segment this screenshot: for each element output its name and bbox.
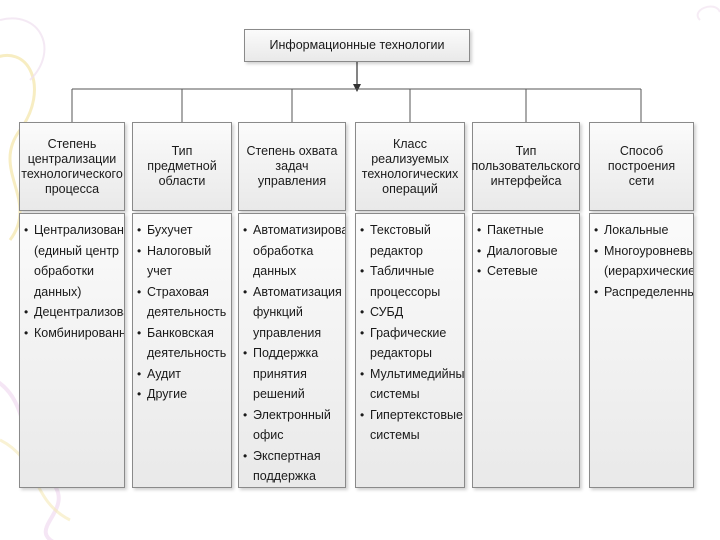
column-header-label: Степень охвата задач управления (246, 144, 338, 188)
list-item: Банковская деятельность (137, 323, 228, 364)
list-item: Другие (137, 384, 228, 405)
list-item: Автоматизированная обработка данных (243, 220, 345, 282)
list-item: Аудит (137, 364, 228, 385)
column-header-label: Тип пользовательского интерфейса (471, 144, 581, 188)
column-body-interface-type: Пакетные Диалоговые Сетевые (472, 213, 580, 488)
list-item: Диалоговые (477, 241, 576, 262)
list-item: Пакетные (477, 220, 576, 241)
list-item: Комбинированная (24, 323, 124, 344)
list-item: Налоговый учет (137, 241, 228, 282)
list-item: Экспертная поддержка (243, 446, 342, 487)
column-header-label: Тип предметной области (147, 144, 217, 188)
column-header-centralization: Степень централизации технологического п… (19, 122, 125, 211)
list-item: Многоуровневые (иерархические) (594, 241, 693, 282)
column-header-operations-class: Класс реализуемых технологических операц… (355, 122, 465, 211)
list-item: Гипертекстовые системы (360, 405, 463, 446)
column-body-centralization: Централизованная (единый центр обработки… (19, 213, 125, 488)
column-body-subject-area: Бухучет Налоговый учет Страховая деятель… (132, 213, 232, 488)
list-item: Децентрализованная (24, 302, 124, 323)
column-header-management-coverage: Степень охвата задач управления (238, 122, 346, 211)
column-header-interface-type: Тип пользовательского интерфейса (472, 122, 580, 211)
list-item: Автоматизация функций управления (243, 282, 342, 344)
list-item: Сетевые (477, 261, 576, 282)
root-label: Информационные технологии (269, 38, 445, 52)
column-body-operations-class: Текстовый редактор Табличные процессоры … (355, 213, 465, 488)
list-item: Табличные процессоры (360, 261, 461, 302)
root-node: Информационные технологии (244, 29, 470, 62)
list-item: Бухучет (137, 220, 228, 241)
column-body-network-method: Локальные Многоуровневые (иерархические)… (589, 213, 694, 488)
column-header-label: Степень централизации технологического п… (21, 136, 123, 196)
list-item: Мультимедийные системы (360, 364, 464, 405)
column-header-network-method: Способ построения сети (589, 122, 694, 211)
column-body-management-coverage: Автоматизированная обработка данных Авто… (238, 213, 346, 488)
list-item: Локальные (594, 220, 690, 241)
list-item: СУБД (360, 302, 461, 323)
list-item: Страховая деятельность (137, 282, 228, 323)
list-item: Централизованная (единый центр обработки… (24, 220, 124, 302)
list-item: Поддержка принятия решений (243, 343, 342, 405)
column-header-label: Класс реализуемых технологических операц… (361, 136, 459, 196)
list-item: Текстовый редактор (360, 220, 461, 261)
column-header-label: Способ построения сети (607, 144, 676, 188)
list-item: Распределенные (594, 282, 693, 303)
column-header-subject-area: Тип предметной области (132, 122, 232, 211)
list-item: Электронный офис (243, 405, 342, 446)
list-item: Графические редакторы (360, 323, 461, 364)
